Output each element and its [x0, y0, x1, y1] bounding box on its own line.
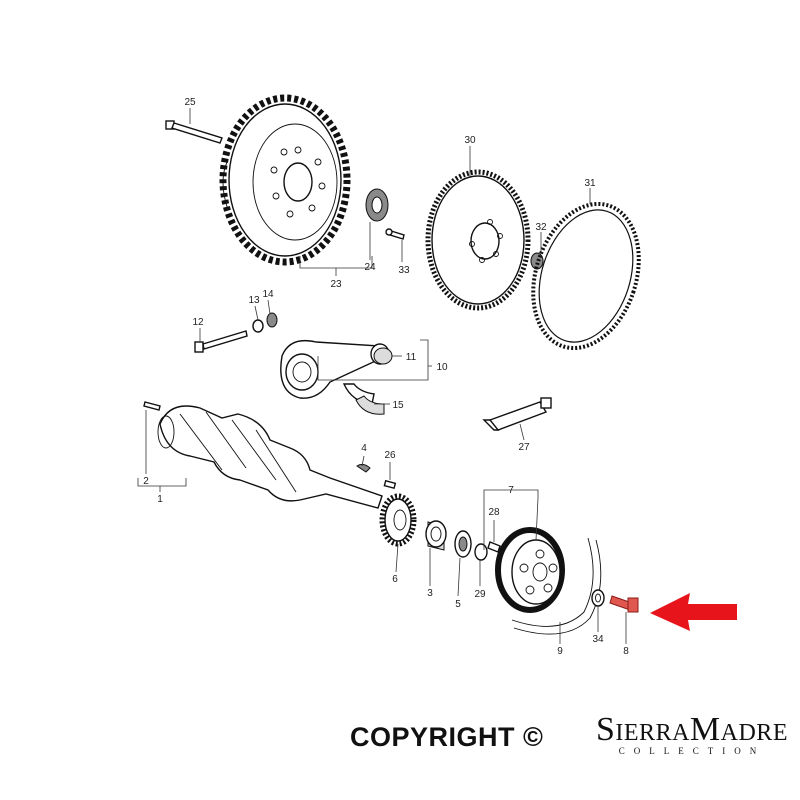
crank-gear-6 [379, 493, 417, 547]
part-label-25: 25 [184, 97, 196, 108]
part-labels: 25 23 24 33 30 32 31 12 13 14 11 10 15 2… [143, 97, 629, 657]
part-label-23: 23 [330, 279, 342, 290]
pulley-bolt-8 [609, 595, 639, 613]
bolt-25 [165, 120, 223, 144]
part-label-9: 9 [557, 646, 563, 657]
pilot-bearing-24 [365, 188, 389, 222]
part-label-13: 13 [248, 295, 260, 306]
drive-belt-9 [511, 537, 602, 635]
part-label-12: 12 [192, 317, 204, 328]
part-label-10: 10 [436, 362, 448, 373]
brand-logo: SierraMadre COLLECTION [592, 710, 792, 756]
part-label-29: 29 [474, 589, 486, 600]
part-label-34: 34 [592, 634, 604, 645]
part-label-4: 4 [361, 443, 367, 454]
part-label-11: 11 [406, 352, 417, 363]
part-label-5: 5 [455, 599, 461, 610]
part-label-7: 7 [508, 485, 514, 496]
brand-name: SierraMadre [596, 711, 788, 748]
washer-34 [591, 589, 605, 607]
part-label-24: 24 [364, 262, 376, 273]
seal-5 [454, 530, 472, 558]
spacer-3 [425, 520, 447, 551]
part-label-6: 6 [392, 574, 398, 585]
callout-arrow [650, 593, 737, 631]
connecting-rod-10 [280, 339, 390, 399]
part-label-27: 27 [518, 442, 530, 453]
ring-gear-31 [531, 201, 641, 351]
dowel-pin-2 [143, 401, 161, 411]
bearing-shells-15 [342, 383, 385, 415]
part-label-26: 26 [384, 450, 396, 461]
nut-14 [266, 312, 278, 328]
part-label-31: 31 [584, 178, 596, 189]
dual-mass-flywheel [219, 94, 351, 266]
sealant-tube-27 [482, 397, 552, 431]
washer-13 [252, 319, 264, 333]
part-label-3: 3 [427, 588, 433, 599]
screw-33 [385, 228, 405, 240]
pulley-7 [495, 527, 565, 613]
crankshaft-1 [157, 405, 383, 509]
brand-subtitle: COLLECTION [618, 746, 766, 756]
bushing-11 [373, 347, 393, 365]
leader-lines [137, 108, 627, 644]
woodruff-key-4 [356, 463, 371, 473]
part-label-30: 30 [464, 135, 476, 146]
flywheel-30 [425, 169, 531, 311]
part-label-15: 15 [392, 400, 404, 411]
part-label-28: 28 [488, 507, 500, 518]
part-label-14: 14 [262, 289, 274, 300]
o-ring-29 [474, 543, 488, 561]
pin-26 [383, 479, 397, 490]
part-label-32: 32 [535, 222, 547, 233]
part-label-2: 2 [143, 476, 149, 487]
part-label-33: 33 [398, 265, 410, 276]
bolt-12 [194, 330, 248, 353]
pin-28 [487, 541, 501, 553]
copyright-notice: COPYRIGHT © [350, 722, 544, 752]
part-label-8: 8 [623, 646, 629, 657]
part-label-1: 1 [157, 494, 163, 505]
